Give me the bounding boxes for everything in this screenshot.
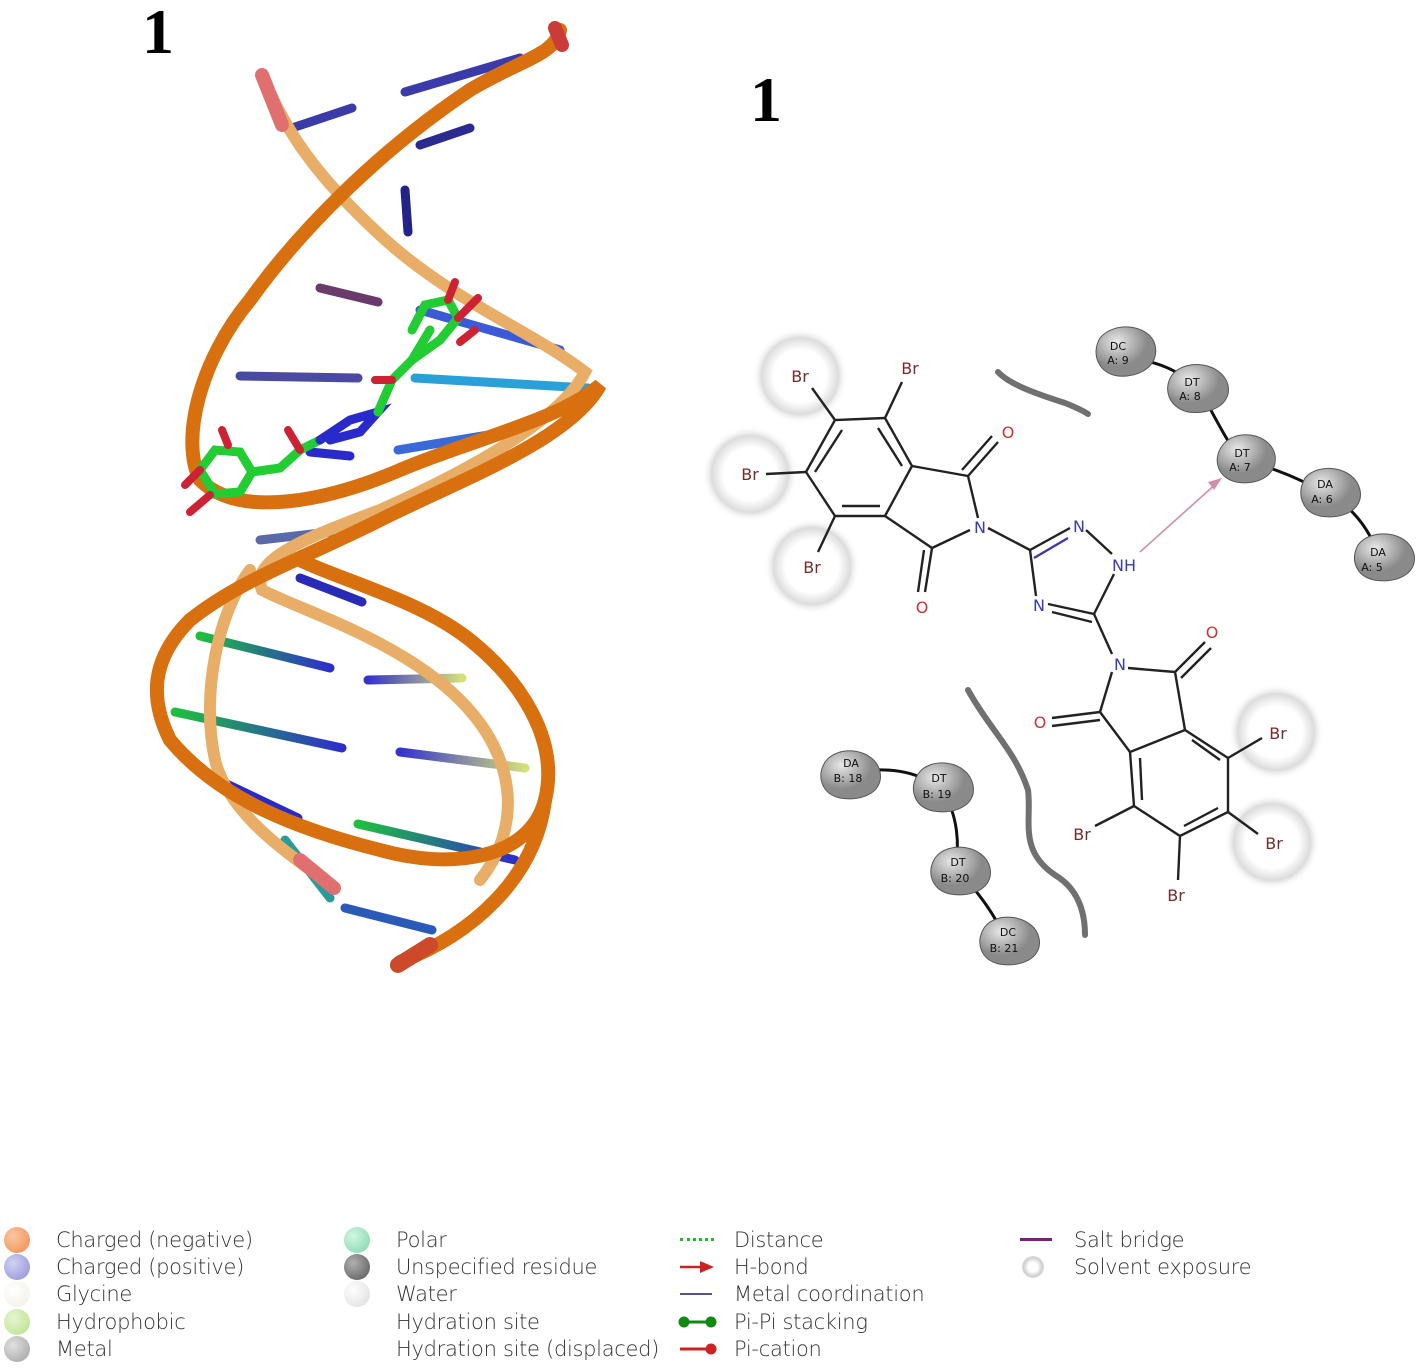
svg-text:A: 8: A: 8 bbox=[1179, 390, 1201, 403]
unspecified-residue-swatch-icon bbox=[344, 1253, 370, 1280]
legend-col-other-types: Polar Unspecified residue Water Hydratio… bbox=[340, 1226, 680, 1362]
legend-col-residue-types: Charged (negative) Charged (positive) Gl… bbox=[0, 1226, 320, 1362]
legend-item-metal-coordination: Metal coordination bbox=[676, 1281, 1016, 1308]
metal-coordination-line-icon bbox=[680, 1293, 712, 1296]
atom-br1: Br bbox=[791, 367, 809, 386]
svg-text:DA: DA bbox=[843, 757, 859, 770]
svg-text:DC: DC bbox=[1110, 340, 1126, 353]
pi-pi-stacking-icon bbox=[678, 1316, 717, 1328]
residue-dc-a9: DC A: 9 bbox=[1095, 326, 1157, 377]
atom-o4: O bbox=[1034, 713, 1047, 732]
atom-n-imide2: N bbox=[1114, 655, 1126, 674]
residue-dt-b19: DT B: 19 bbox=[913, 762, 974, 813]
atom-br2: Br bbox=[901, 359, 919, 378]
legend-item-hydration-site-displaced: Hydration site (displaced) bbox=[396, 1336, 660, 1361]
residue-dt-a8: DT A: 8 bbox=[1167, 364, 1229, 414]
svg-text:B: 20: B: 20 bbox=[941, 872, 970, 885]
legend-item-polar: Polar bbox=[340, 1226, 680, 1253]
residue-nodes: DC A: 9 DT A: 8 DT A: 7 DA A: 6 DA A: 5 … bbox=[820, 326, 1415, 966]
atom-o3: O bbox=[1206, 623, 1219, 642]
panel-label-right: 1 bbox=[750, 64, 782, 135]
legend-item-solvent-exposure: Solvent exposure bbox=[1016, 1253, 1406, 1280]
legend-item-pi-pi-stacking: Pi-Pi stacking bbox=[676, 1308, 1016, 1335]
atom-br8: Br bbox=[1167, 886, 1185, 905]
dna-back-strand bbox=[254, 69, 593, 886]
charged-negative-swatch-icon bbox=[4, 1226, 30, 1253]
svg-text:B: 18: B: 18 bbox=[834, 772, 863, 785]
solvent-exposure-halos bbox=[702, 328, 1324, 890]
svg-text:A: 5: A: 5 bbox=[1361, 561, 1383, 574]
atom-br7: Br bbox=[1073, 825, 1091, 844]
glycine-swatch-icon bbox=[4, 1281, 30, 1308]
water-swatch-icon bbox=[344, 1281, 370, 1308]
residue-da-b18: DA B: 18 bbox=[820, 750, 881, 800]
atom-o2: O bbox=[916, 598, 929, 617]
legend-item-glycine: Glycine bbox=[0, 1281, 320, 1308]
pocket-contours bbox=[965, 369, 1091, 938]
atom-br4: Br bbox=[803, 558, 821, 577]
atom-labels: Br Br Br Br Br Br Br Br O O O O N N N N … bbox=[741, 359, 1287, 905]
atom-br6: Br bbox=[1265, 834, 1283, 853]
residue-dt-b20: DT B: 20 bbox=[930, 846, 991, 896]
svg-text:DT: DT bbox=[1184, 376, 1199, 389]
h-bond-arrow bbox=[1139, 478, 1222, 553]
svg-text:B: 21: B: 21 bbox=[990, 942, 1019, 955]
legend-item-h-bond: H-bond bbox=[676, 1253, 1016, 1280]
legend-item-metal: Metal bbox=[0, 1335, 320, 1362]
legend-col-interactions: Distance H-bond Metal coordination Pi-Pi… bbox=[676, 1226, 1016, 1362]
svg-text:DA: DA bbox=[1370, 546, 1386, 559]
residue-dc-b21: DC B: 21 bbox=[979, 916, 1040, 966]
residue-dt-a7: DT A: 7 bbox=[1216, 434, 1276, 484]
legend-item-distance: Distance bbox=[676, 1226, 1016, 1253]
svg-text:A: 6: A: 6 bbox=[1311, 493, 1333, 506]
metal-swatch-icon bbox=[4, 1335, 30, 1362]
atom-n-imide1: N bbox=[974, 518, 986, 537]
legend-item-charged-positive: Charged (positive) bbox=[0, 1253, 320, 1280]
ligand-sticks bbox=[181, 278, 482, 516]
h-bond-arrow-icon bbox=[680, 1261, 714, 1274]
polar-swatch-icon bbox=[344, 1226, 370, 1253]
legend-item-hydrophobic: Hydrophobic bbox=[0, 1308, 320, 1335]
legend: Charged (negative) Charged (positive) Gl… bbox=[0, 1226, 1418, 1368]
panel-label-left: 1 bbox=[142, 0, 174, 67]
svg-text:A: 7: A: 7 bbox=[1229, 461, 1251, 474]
svg-text:DT: DT bbox=[950, 856, 965, 869]
atom-br3: Br bbox=[741, 465, 759, 484]
legend-item-pi-cation: Pi-cation bbox=[676, 1335, 1016, 1362]
dna-helix-illustration bbox=[149, 21, 607, 973]
pi-cation-icon bbox=[680, 1343, 717, 1355]
legend-item-salt-bridge: Salt bridge bbox=[1016, 1226, 1406, 1253]
atom-br5: Br bbox=[1269, 724, 1287, 743]
atom-n-tri2: N bbox=[1033, 596, 1045, 615]
svg-text:B: 19: B: 19 bbox=[923, 788, 952, 801]
residue-da-a6: DA A: 6 bbox=[1300, 467, 1361, 518]
ligand-bonds bbox=[765, 381, 1263, 881]
salt-bridge-line-icon bbox=[1020, 1238, 1052, 1242]
svg-text:DT: DT bbox=[1234, 447, 1249, 460]
atom-o1: O bbox=[1002, 423, 1015, 442]
interaction-diagram: Br Br Br Br Br Br Br Br O O O O N N N N … bbox=[702, 326, 1415, 966]
atom-nh: NH bbox=[1112, 556, 1136, 575]
svg-text:A: 9: A: 9 bbox=[1107, 354, 1129, 367]
residue-da-a5: DA A: 5 bbox=[1354, 533, 1415, 582]
svg-text:DA: DA bbox=[1317, 478, 1333, 491]
svg-text:DT: DT bbox=[931, 772, 946, 785]
legend-item-hydration-site: Hydration site bbox=[396, 1309, 540, 1334]
hydrophobic-swatch-icon bbox=[4, 1308, 30, 1335]
svg-text:DC: DC bbox=[1000, 926, 1016, 939]
legend-item-water: Water bbox=[340, 1281, 680, 1308]
legend-item-unspecified-residue: Unspecified residue bbox=[340, 1253, 680, 1280]
atom-n-tri1: N bbox=[1073, 517, 1085, 536]
legend-item-charged-negative: Charged (negative) bbox=[0, 1226, 320, 1253]
charged-positive-swatch-icon bbox=[4, 1253, 30, 1280]
solvent-exposure-icon bbox=[1022, 1255, 1044, 1278]
distance-dashed-line-icon bbox=[680, 1238, 714, 1242]
legend-col-misc: Salt bridge Solvent exposure bbox=[1016, 1226, 1406, 1281]
dna-back-strand-lower bbox=[203, 564, 336, 891]
